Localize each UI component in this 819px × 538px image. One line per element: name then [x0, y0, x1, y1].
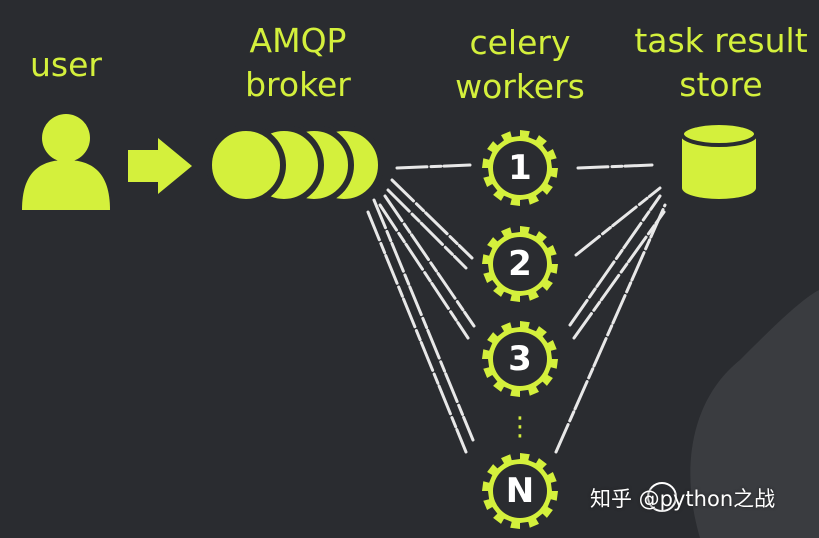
gear-2-icon: [482, 226, 558, 302]
workers-label-line1: celery: [469, 23, 571, 62]
line-broker-worker-3b: [378, 203, 470, 340]
worker-1-label: 1: [508, 148, 532, 188]
store-label-line2: store: [679, 65, 763, 104]
line-worker-2-store: [574, 186, 662, 257]
broker-label-line2: broker: [245, 65, 351, 104]
line-broker-worker-nb: [366, 210, 468, 454]
workers-label-line2: workers: [455, 67, 585, 106]
line-broker-worker-2b: [386, 188, 468, 270]
line-broker-worker-n: [372, 198, 475, 442]
gear-1-icon: [482, 130, 558, 206]
zhihu-logo-icon: [647, 482, 677, 512]
worker-n-label: N: [505, 471, 535, 511]
line-broker-worker-2: [390, 178, 474, 260]
gear-n-icon: [482, 453, 558, 529]
worker-2-label: 2: [508, 244, 532, 284]
watermark-text: 知乎 @python之战: [590, 487, 776, 511]
line-worker-n-store: [554, 203, 667, 454]
database-icon: [680, 121, 758, 199]
line-worker-3-store-b: [572, 210, 666, 340]
queue-icon: [206, 125, 384, 205]
user-icon: [22, 114, 110, 210]
line-broker-worker-3: [383, 194, 476, 328]
store-label-line1: task result: [634, 21, 808, 60]
line-worker-1-store: [576, 163, 654, 170]
broker-label-line1: AMQP: [249, 21, 347, 60]
workers-ellipsis: ⋮: [507, 412, 533, 442]
arrow-icon: [128, 138, 192, 194]
user-label: user: [30, 45, 102, 84]
gear-3-icon: [482, 321, 558, 397]
line-worker-3-store: [568, 194, 662, 327]
line-broker-worker-1: [395, 163, 472, 170]
mascot-watermark-icon: [690, 290, 819, 538]
connection-lines: [366, 163, 667, 454]
worker-3-label: 3: [508, 339, 532, 379]
